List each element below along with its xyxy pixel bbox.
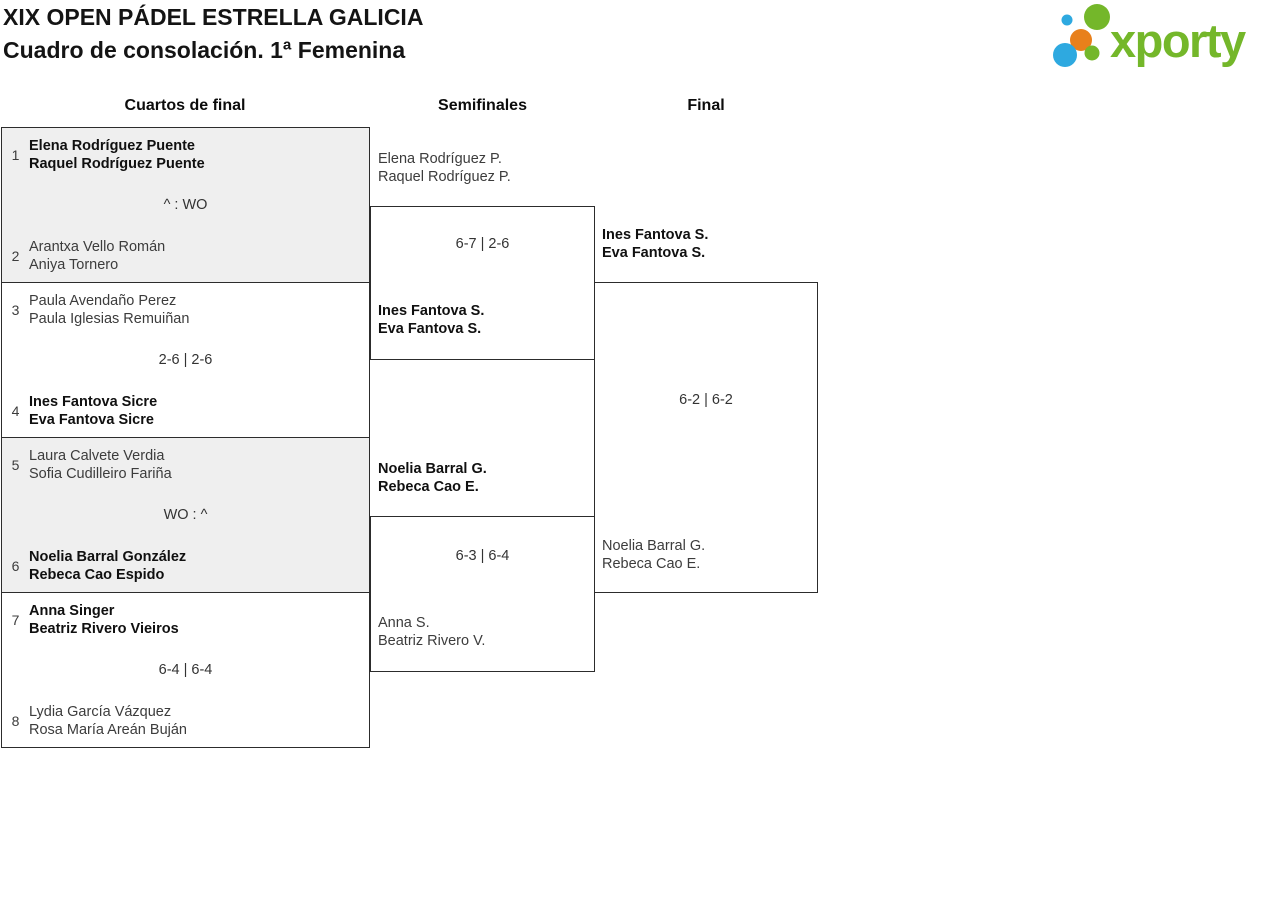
team-name: Laura Calvete Verdia Sofia Cudilleiro Fa…: [29, 448, 172, 482]
seed-number: 6: [11, 558, 20, 574]
team-name: Elena Rodríguez Puente Raquel Rodríguez …: [29, 138, 205, 172]
seed-number: 1: [11, 147, 20, 163]
team-name: Ines Fantova S. Eva Fantova S.: [602, 227, 709, 261]
match-score: WO : ^: [163, 507, 208, 523]
quarterfinal-match-1: 1 Elena Rodríguez Puente Raquel Rodrígue…: [1, 127, 370, 283]
page-subtitle: Cuadro de consolación. 1ª Femenina: [3, 37, 406, 63]
seed-number: 3: [11, 302, 20, 318]
logo-dot-orange-icon: [1070, 29, 1092, 51]
column-header-semifinales: Semifinales: [438, 97, 527, 114]
quarterfinal-match-4: 7 Anna Singer Beatriz Rivero Vieiros 6-4…: [1, 592, 370, 748]
team-row: 5 Laura Calvete Verdia Sofia Cudilleiro …: [2, 447, 369, 483]
logo-dot-small-blue-icon: [1061, 14, 1073, 26]
team-row: 3 Paula Avendaño Perez Paula Iglesias Re…: [2, 292, 369, 328]
team-row: 1 Elena Rodríguez Puente Raquel Rodrígue…: [2, 137, 369, 173]
team-name: Noelia Barral González Rebeca Cao Espido: [29, 549, 187, 583]
team-row: 8 Lydia García Vázquez Rosa María Areán …: [2, 703, 369, 739]
team-name: Lydia García Vázquez Rosa María Areán Bu…: [29, 704, 187, 738]
logo-dot-large-green-icon: [1084, 4, 1110, 30]
team-name: Noelia Barral G. Rebeca Cao E.: [378, 461, 487, 495]
semifinal-match-1: Elena Rodríguez P. Raquel Rodríguez P. 6…: [370, 151, 595, 360]
xporty-logo-text: xporty: [1110, 14, 1246, 67]
team-name: Paula Avendaño Perez Paula Iglesias Remu…: [29, 293, 190, 327]
seed-number: 7: [11, 612, 20, 628]
seed-number: 2: [11, 248, 20, 264]
match-score: 6-2 | 6-2: [679, 392, 733, 408]
team-name: Anna S. Beatriz Rivero V.: [378, 615, 486, 649]
match-score: 6-7 | 2-6: [455, 236, 510, 252]
team-name: Arantxa Vello Román Aniya Tornero: [29, 239, 166, 273]
seed-number: 4: [11, 403, 20, 419]
team-name: Ines Fantova S. Eva Fantova S.: [378, 303, 485, 337]
seed-number: 8: [11, 713, 20, 729]
logo-dot-large-blue-icon: [1053, 43, 1077, 67]
logo-dot-small-green-icon: [1084, 45, 1100, 61]
quarterfinal-match-3: 5 Laura Calvete Verdia Sofia Cudilleiro …: [1, 437, 370, 593]
team-name: Noelia Barral G. Rebeca Cao E.: [602, 538, 706, 572]
match-score: 6-4 | 6-4: [158, 662, 213, 678]
match-score: 6-3 | 6-4: [455, 548, 510, 564]
seed-number: 5: [11, 457, 20, 473]
match-score: ^ : WO: [163, 197, 208, 213]
team-name: Elena Rodríguez P. Raquel Rodríguez P.: [378, 151, 511, 185]
page-title: XIX OPEN PÁDEL ESTRELLA GALICIA: [3, 4, 424, 30]
quarterfinal-match-2: 3 Paula Avendaño Perez Paula Iglesias Re…: [1, 282, 370, 438]
team-name: Ines Fantova Sicre Eva Fantova Sicre: [29, 394, 158, 428]
match-score: 2-6 | 2-6: [158, 352, 213, 368]
team-row: 2 Arantxa Vello Román Aniya Tornero: [2, 238, 369, 274]
team-row: 7 Anna Singer Beatriz Rivero Vieiros: [2, 602, 369, 638]
header: XIX OPEN PÁDEL ESTRELLA GALICIA Cuadro d…: [3, 1, 423, 67]
final-match: Ines Fantova S. Eva Fantova S. 6-2 | 6-2…: [594, 227, 818, 593]
team-row: 4 Ines Fantova Sicre Eva Fantova Sicre: [2, 393, 369, 429]
column-header-final: Final: [687, 97, 725, 114]
column-header-cuartos-de-final: Cuartos de final: [124, 97, 246, 114]
xporty-logo: xporty: [1053, 4, 1248, 67]
team-row: 6 Noelia Barral González Rebeca Cao Espi…: [2, 548, 369, 584]
team-name: Anna Singer Beatriz Rivero Vieiros: [29, 603, 179, 637]
semifinal-match-2: Noelia Barral G. Rebeca Cao E. 6-3 | 6-4…: [370, 461, 595, 672]
